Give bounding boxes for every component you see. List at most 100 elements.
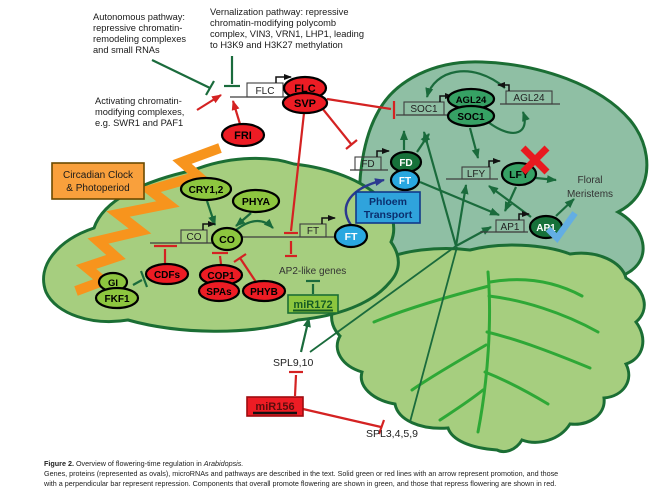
soc1-promotes-lfy [468, 127, 480, 159]
phyb-represses-co-line [239, 257, 257, 283]
caption-species: Arabidopsis. [203, 459, 244, 468]
circadian-clock-box: Circadian Clock & Photoperiod [51, 162, 145, 200]
svg-text:CO: CO [219, 234, 235, 246]
svg-text:FD: FD [399, 158, 412, 169]
blue-checkmark-icon [545, 211, 578, 244]
ap1-gene-label: AP1 [501, 222, 520, 233]
fkf1-represses-cdfs-line [132, 279, 143, 286]
spl3459-to-meristem-line [409, 246, 458, 423]
pathway-diagram-canvas: Circadian Clock & Photoperiod [42, 7, 649, 454]
figure-caption: Figure 2. Overview of flowering-time reg… [44, 459, 652, 489]
spl-promotes-lfy-gene [454, 184, 469, 247]
co-gene-label: CO [187, 232, 202, 243]
svg-text:SVP: SVP [294, 98, 316, 110]
vernalization-pathway-note: Vernalization pathway: repressive chroma… [210, 7, 364, 50]
fd-promoter-arrow [376, 148, 390, 157]
agl24-feedback-to-soc1-gene [425, 70, 506, 98]
cry12-oval [179, 176, 233, 202]
red-regulation-lines [154, 94, 396, 435]
lfy-promoter-arrow [488, 158, 501, 167]
cop1-represses-co-line [218, 255, 223, 265]
soc1-oval [446, 104, 496, 128]
soc1-gene-label: SOC1 [410, 104, 438, 115]
red-x-icon [520, 145, 550, 175]
fdft-promotes-ap1 [419, 180, 500, 217]
svg-text:SOC1: SOC1 [457, 112, 485, 123]
svg-text:FT: FT [345, 231, 358, 243]
caption-line-3: with a perpendicular bar represent repre… [44, 479, 557, 489]
mir156-represses-spl3459-line [302, 407, 382, 429]
svg-text:Floral: Floral [577, 175, 602, 186]
svp-represses-fd-bar [345, 139, 358, 150]
lfy-promotes-floral [535, 175, 557, 184]
ap1-promoter-arrow [518, 211, 530, 220]
activating-complexes-note: Activating chromatin- modifying complexe… [95, 96, 184, 128]
leaf-veins [372, 270, 600, 434]
svg-text:Meristems: Meristems [567, 189, 613, 200]
svg-text:AGL24: AGL24 [456, 95, 487, 106]
lfy-gene-label: LFY [467, 169, 486, 180]
fd-gene-label: FD [361, 159, 374, 170]
flc-gene-label: FLC [256, 86, 275, 97]
svp-represses-soc1-line [326, 97, 392, 111]
fkf1-represses-cdfs-bar [139, 270, 149, 288]
phyb-represses-co-bar [233, 253, 247, 263]
ft-promoter-arrow [321, 215, 336, 224]
svg-text:FKF1: FKF1 [105, 294, 130, 305]
phloem-line-2: Transport [364, 209, 413, 221]
svg-text:and small RNAs: and small RNAs [93, 45, 160, 55]
soc1-feedback-to-agl24-gene [487, 111, 530, 134]
phya-oval [231, 188, 281, 214]
caption-title: Overview of flowering-time regulation in [73, 459, 204, 468]
caption-line-2: Genes, proteins (represented as ovals), … [44, 469, 559, 479]
floral-meristems-label: Floral Meristems [567, 175, 613, 200]
svg-text:FLC: FLC [294, 83, 315, 95]
flc-promoter-arrow [275, 74, 292, 83]
phloem-transport-box: Phloem Transport [355, 191, 421, 224]
svp-oval [281, 91, 329, 115]
mir156-box: miR156 [246, 396, 304, 417]
co-promoter-arrow [202, 221, 216, 230]
co-oval [210, 226, 244, 252]
fdft-promotes-soc1-b [416, 133, 430, 153]
lfy-promotes-ap1 [504, 186, 517, 212]
agl24-gene-label: AGL24 [513, 93, 545, 104]
ft-shoot-oval [389, 168, 421, 192]
protein-labels: FLC SVP FRI CRY1,2 PHYA CO GI FKF1 CDFs … [105, 83, 557, 305]
ft-leaf-oval [333, 223, 369, 249]
svp-represses-fd-line [321, 107, 352, 145]
svg-text:GI: GI [108, 278, 118, 289]
svg-text:AP1: AP1 [536, 223, 556, 234]
svg-text:Activating chromatin-: Activating chromatin- [95, 96, 182, 106]
svg-text:SPAs: SPAs [206, 287, 232, 298]
fri-promotes-flc [231, 100, 242, 125]
ap2-like-genes-label: AP2-like genes [279, 266, 346, 277]
svg-text:FT: FT [399, 176, 411, 187]
mir172-label: miR172 [293, 299, 332, 311]
circadian-line-2: & Photoperiod [66, 183, 129, 194]
spl-promotes-ap1-gene [455, 226, 492, 247]
protein-ovals [94, 75, 564, 310]
caption-title-line: Figure 2. Overview of flowering-time reg… [44, 459, 652, 469]
ap1-promotes-floral [555, 198, 575, 217]
svg-text:COP1: COP1 [207, 271, 235, 282]
phloem-transport-arrow [344, 178, 385, 226]
fri-oval [220, 122, 266, 148]
svg-text:complex, VIN3, VRN1, LHP1, lea: complex, VIN3, VRN1, LHP1, leading [210, 29, 364, 39]
svg-text:Vernalization pathway: repress: Vernalization pathway: repressive [210, 7, 349, 17]
spl910-promotes-mir172 [299, 317, 311, 353]
svg-text:repressive chromatin-: repressive chromatin- [93, 23, 182, 33]
spl3459-label: SPL3,4,5,9 [366, 428, 418, 440]
autonomous-represses-flc-line [151, 59, 211, 89]
mir172-box: miR172 [287, 294, 339, 314]
mir156-represses-spl3459-bar [377, 419, 386, 435]
spl-promotes-soc1-gene [422, 131, 458, 247]
autonomous-represses-flc-bar [205, 80, 215, 96]
svg-text:CDFs: CDFs [154, 270, 181, 281]
svg-text:e.g. SWR1 and PAF1: e.g. SWR1 and PAF1 [95, 118, 183, 128]
svp-represses-ft-line [289, 112, 306, 232]
figure-label: Figure 2. [44, 459, 74, 468]
activating-promotes-flc [196, 94, 222, 111]
phya-promotes-co [235, 212, 252, 227]
